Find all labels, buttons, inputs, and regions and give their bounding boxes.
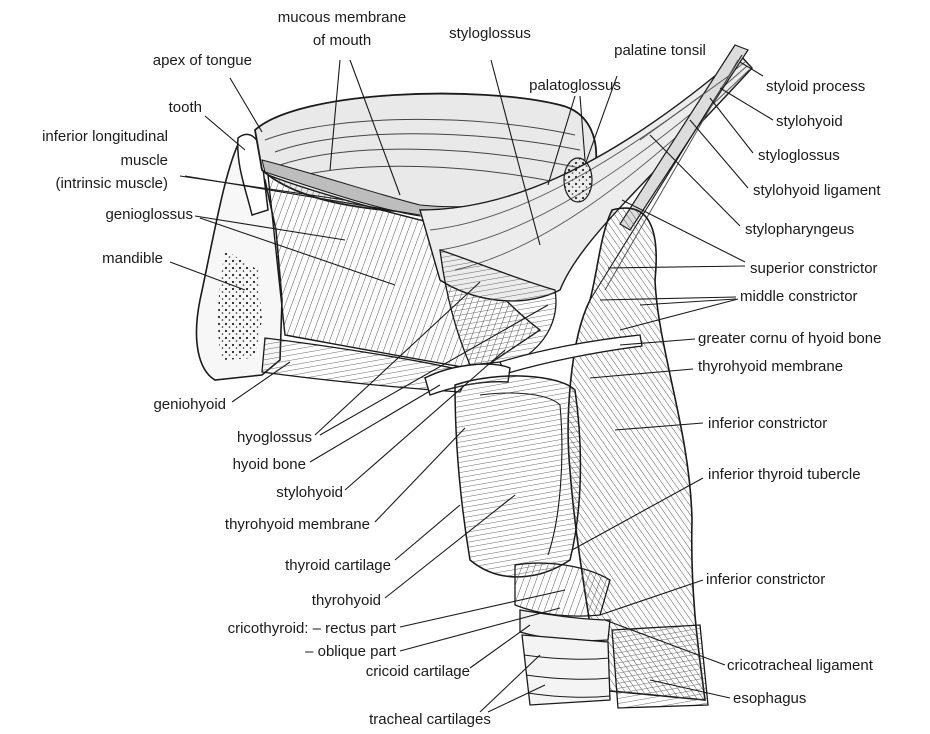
label-cricotracheal-ligament: cricotracheal ligament — [727, 657, 873, 675]
label-stylohyoid-ligament: stylohyoid ligament — [753, 182, 881, 200]
label-tracheal-cartilages: tracheal cartilages — [305, 711, 555, 729]
label-thyroid-cartilage: thyroid cartilage — [0, 557, 391, 575]
label-styloglossus-right: styloglossus — [758, 147, 840, 165]
label-styloglossus-top: styloglossus — [420, 25, 560, 43]
label-inferior-constrictor-1: inferior constrictor — [708, 415, 827, 433]
label-thyrohyoid: thyrohyoid — [0, 592, 381, 610]
label-mucous-membrane-2: of mouth — [262, 32, 422, 50]
label-genioglossus: genioglossus — [0, 206, 193, 224]
label-inferior-longitudinal-3: (intrinsic muscle) — [0, 175, 168, 193]
label-middle-constrictor: middle constrictor — [740, 288, 858, 306]
label-stylohyoid-right: stylohyoid — [776, 113, 843, 131]
label-apex-of-tongue: apex of tongue — [100, 52, 252, 70]
palatine-tonsil-shape — [564, 158, 592, 202]
label-mandible: mandible — [0, 250, 163, 268]
label-thyrohyoid-membrane-right: thyrohyoid membrane — [698, 358, 843, 376]
label-inferior-constrictor-2: inferior constrictor — [706, 571, 825, 589]
label-esophagus: esophagus — [733, 690, 806, 708]
label-cricoid-cartilage: cricoid cartilage — [0, 663, 470, 681]
label-stylohyoid-left: stylohyoid — [0, 484, 343, 502]
label-geniohyoid: geniohyoid — [0, 396, 226, 414]
label-superior-constrictor: superior constrictor — [750, 260, 878, 278]
label-inferior-longitudinal-2: muscle — [0, 152, 168, 170]
label-inferior-longitudinal-1: inferior longitudinal — [0, 128, 168, 146]
label-tooth: tooth — [100, 99, 202, 117]
label-thyrohyoid-membrane-left: thyrohyoid membrane — [0, 516, 370, 534]
label-cricothyroid-rectus: cricothyroid: – rectus part — [0, 620, 396, 638]
esophagus-shape — [612, 625, 708, 708]
label-hyoid-bone: hyoid bone — [0, 456, 306, 474]
label-palatoglossus: palatoglossus — [500, 77, 650, 95]
label-hyoglossus: hyoglossus — [0, 429, 312, 447]
label-palatine-tonsil: palatine tonsil — [585, 42, 735, 60]
label-cricothyroid-oblique: – oblique part — [0, 643, 396, 661]
label-styloid-process: styloid process — [766, 78, 865, 96]
label-stylopharyngeus: stylopharyngeus — [745, 221, 854, 239]
label-inferior-thyroid-tubercle: inferior thyroid tubercle — [708, 466, 861, 484]
label-mucous-membrane-1: mucous membrane — [262, 9, 422, 27]
label-greater-cornu: greater cornu of hyoid bone — [698, 330, 881, 348]
